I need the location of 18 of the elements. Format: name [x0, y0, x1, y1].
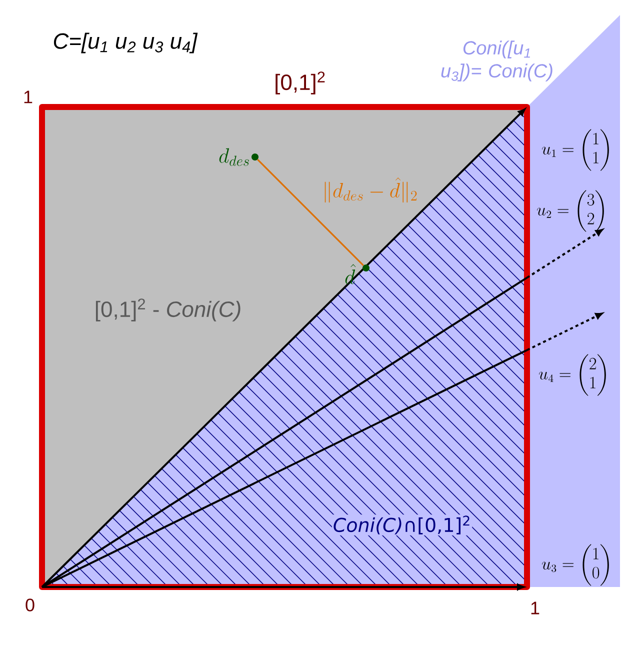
- vector-label: $u_3=\begin{pmatrix}1\\0\end{pmatrix}$: [542, 544, 609, 586]
- axis-label: 1: [24, 90, 32, 104]
- distance-line: [257, 159, 364, 266]
- vector-label: $u_2=\begin{pmatrix}3\\2\end{pmatrix}$: [536, 190, 604, 232]
- point: $d_{des}$: [219, 148, 258, 166]
- square-label: [0,1]$^{2}$: [276, 72, 325, 94]
- node-label: $d_{des}$: [219, 148, 249, 166]
- vector-label: $u_4=\begin{pmatrix}2\\1\end{pmatrix}$: [538, 354, 606, 396]
- axis-label: 0: [26, 598, 34, 612]
- cone-label: Coni([u$_{1}$ u$_{3}$])= Coni(C): [441, 40, 552, 82]
- node-label: $\hat{d}$: [345, 264, 356, 284]
- formula-label: C=[u$_{1}$ u$_{2}$ u$_{3}$ u$_{4}$]: [54, 32, 198, 54]
- axis-label: 1: [531, 602, 540, 614]
- edge-label: $\|d_{des}-\hat{d}\|_2$: [324, 177, 417, 203]
- vector-label: $u_1=\begin{pmatrix}1\\1\end{pmatrix}$: [542, 129, 609, 171]
- point: $\hat{d}$: [345, 264, 370, 284]
- region-label: [0,1]$^{2}$ - Coni(C): [96, 298, 240, 322]
- region-label: Coni(C)∩[0,1]$^{2}$: [334, 516, 470, 534]
